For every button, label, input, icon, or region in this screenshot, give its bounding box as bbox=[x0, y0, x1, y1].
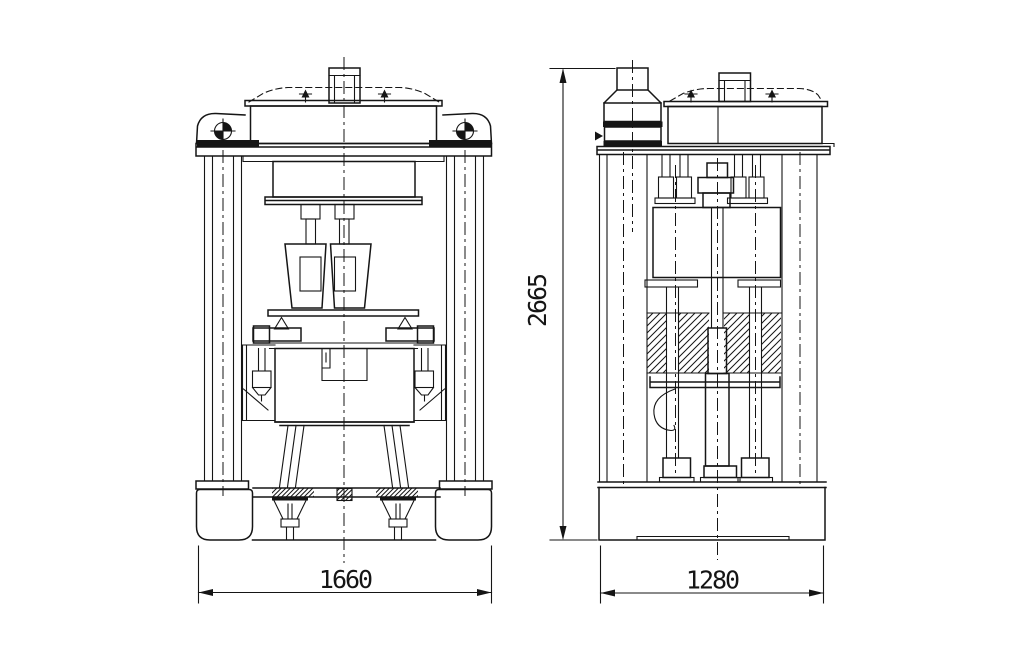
vibrator-mount-right bbox=[380, 497, 416, 541]
arrowhead-icon bbox=[477, 589, 492, 596]
front-columns bbox=[203, 155, 485, 482]
arrowhead-icon bbox=[559, 526, 567, 540]
extension-lines bbox=[197, 545, 493, 604]
arrowhead-icon bbox=[600, 589, 615, 597]
section-hatch bbox=[337, 489, 352, 500]
arrowhead-icon bbox=[559, 68, 567, 83]
section-hatch bbox=[679, 313, 709, 373]
section-hatch bbox=[272, 488, 314, 497]
front-dome-cover bbox=[248, 86, 440, 103]
foot-block-right bbox=[434, 488, 493, 541]
section-hatch bbox=[647, 313, 666, 373]
weld-arrow-icon bbox=[595, 131, 603, 141]
side-centerlines bbox=[623, 60, 801, 560]
front-base bbox=[195, 480, 493, 541]
arrowhead-icon bbox=[198, 589, 213, 596]
side-head-box bbox=[663, 72, 829, 145]
foot-block-left bbox=[195, 488, 254, 541]
front-cylinder-block bbox=[264, 160, 423, 245]
front-mold-box bbox=[241, 344, 447, 427]
hook-lever bbox=[653, 388, 676, 432]
side-view bbox=[595, 60, 835, 560]
section-hatch bbox=[376, 488, 418, 497]
side-base bbox=[597, 481, 827, 541]
front-tamper-assembly bbox=[267, 243, 420, 330]
front-top-cap bbox=[328, 67, 361, 104]
dimension-front-width: 1660 bbox=[197, 545, 493, 604]
front-legs bbox=[278, 424, 410, 488]
hopper bbox=[595, 67, 663, 147]
side-section-hatch bbox=[646, 312, 782, 374]
dimension-side-width: 1280 bbox=[599, 545, 825, 604]
dimension-label-overall-height: 2665 bbox=[523, 274, 552, 327]
side-guide-bolts bbox=[654, 153, 769, 205]
vibrator-mount-left bbox=[272, 497, 308, 541]
section-hatch bbox=[724, 313, 749, 373]
dimension-label-side-width: 1280 bbox=[686, 566, 739, 595]
crosshead-box bbox=[644, 206, 782, 288]
extension-lines bbox=[549, 67, 616, 541]
section-hatch bbox=[762, 313, 781, 373]
front-view bbox=[195, 57, 493, 563]
dimension-overall-height: 2665 bbox=[523, 67, 616, 541]
dimension-label-front-width: 1660 bbox=[319, 565, 372, 594]
side-lower-plate bbox=[649, 376, 781, 432]
arrowhead-icon bbox=[809, 589, 824, 597]
side-crossbeam bbox=[596, 142, 835, 156]
